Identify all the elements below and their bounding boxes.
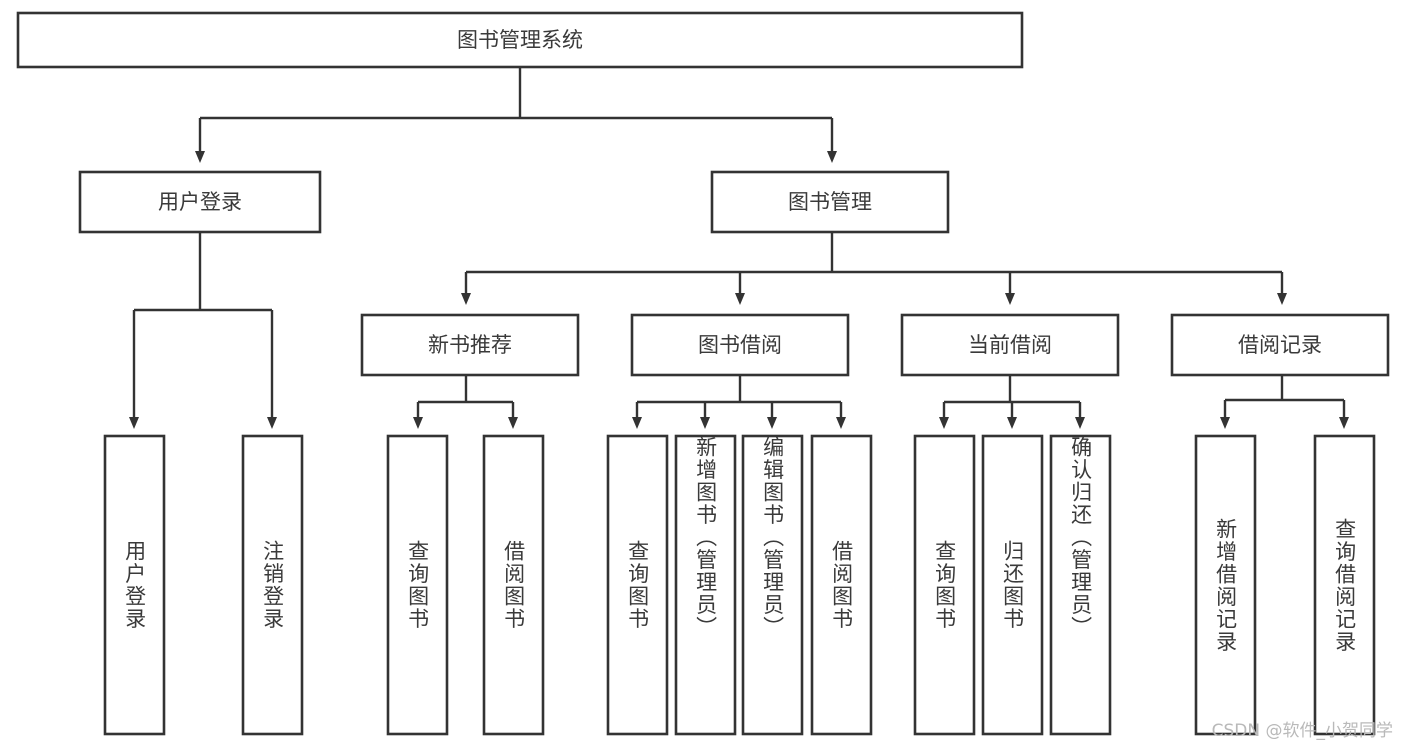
node-user-login-label: 用户登录 xyxy=(158,190,242,214)
connectors-borrowrecord-to-leaves xyxy=(1220,375,1349,429)
leaf-box-user-login[interactable] xyxy=(103,434,166,736)
leaf-box-borrow-book-2[interactable] xyxy=(810,434,873,736)
connectors-root-to-level1 xyxy=(195,67,837,163)
connectors-bookborrow-to-leaves xyxy=(632,375,846,429)
leaf-box-confirm-return[interactable] xyxy=(1049,434,1112,736)
node-root-label: 图书管理系统 xyxy=(457,28,583,52)
node-borrow-record[interactable]: 借阅记录 xyxy=(1170,313,1390,377)
node-book-borrow-label: 图书借阅 xyxy=(698,333,782,357)
leaf-boxes-new-book-recommend xyxy=(386,434,545,736)
node-book-management-label: 图书管理 xyxy=(788,190,872,214)
leaf-box-edit-book[interactable] xyxy=(741,434,804,736)
leaf-box-borrow-book-1[interactable] xyxy=(482,434,545,736)
node-current-borrow[interactable]: 当前借阅 xyxy=(900,313,1120,377)
connectors-bookmgmt-to-level2 xyxy=(461,232,1287,305)
leaf-boxes-borrow-record xyxy=(1194,434,1376,736)
leaf-box-query-book-2[interactable] xyxy=(606,434,669,736)
leaf-box-add-record[interactable] xyxy=(1194,434,1257,736)
node-current-borrow-label: 当前借阅 xyxy=(968,333,1052,357)
leaf-boxes-current-borrow xyxy=(913,434,1112,736)
node-new-book-recommend-label: 新书推荐 xyxy=(428,333,512,357)
connectors-userlogin-to-leaves xyxy=(129,232,277,429)
leaf-box-add-book[interactable] xyxy=(674,434,737,736)
leaf-boxes-book-borrow xyxy=(606,434,873,736)
leaf-boxes-user-login xyxy=(103,434,304,736)
node-new-book-recommend[interactable]: 新书推荐 xyxy=(360,313,580,377)
leaf-box-return-book[interactable] xyxy=(981,434,1044,736)
connectors-currentborrow-to-leaves xyxy=(939,375,1085,429)
node-book-management[interactable]: 图书管理 xyxy=(710,170,950,234)
node-user-login[interactable]: 用户登录 xyxy=(78,170,322,234)
watermark: CSDN @软件_小贺同学 xyxy=(1211,721,1393,741)
leaf-box-query-book-3[interactable] xyxy=(913,434,976,736)
leaf-box-logout[interactable] xyxy=(241,434,304,736)
connectors-newbook-to-leaves xyxy=(413,375,518,429)
leaf-box-query-book-1[interactable] xyxy=(386,434,449,736)
node-root[interactable]: 图书管理系统 xyxy=(16,11,1024,69)
leaf-box-query-record[interactable] xyxy=(1313,434,1376,736)
node-book-borrow[interactable]: 图书借阅 xyxy=(630,313,850,377)
node-borrow-record-label: 借阅记录 xyxy=(1238,333,1322,357)
